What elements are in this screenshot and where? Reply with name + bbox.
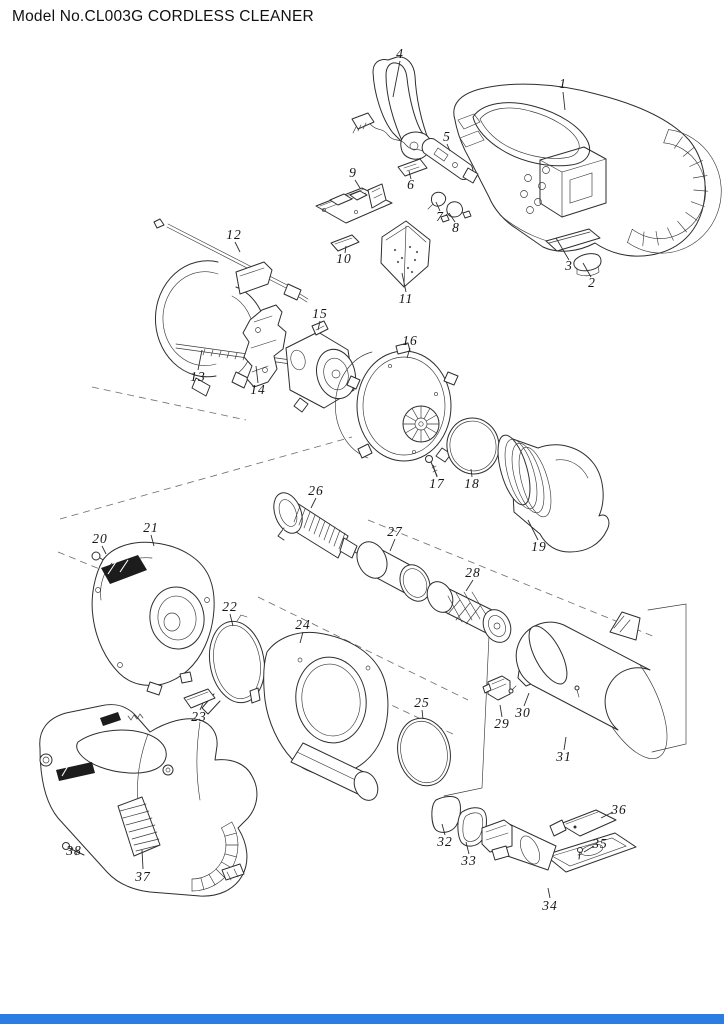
part-callout-11: 11: [398, 291, 414, 306]
part-7-drawing: [427, 191, 447, 210]
part-31-drawing: [515, 611, 668, 760]
part-callout-9: 9: [349, 165, 357, 180]
part-5-drawing: [351, 112, 479, 184]
part-callout-7: 7: [436, 209, 444, 224]
part-23-drawing: [183, 688, 216, 709]
part-callout-38: 38: [66, 843, 82, 858]
part-36-drawing: [549, 809, 617, 837]
part-3-drawing: [545, 228, 601, 252]
part-callout-34: 34: [542, 898, 558, 913]
part-38-drawing: [62, 842, 85, 856]
motor-drawing: [285, 331, 356, 413]
part-callout-24: 24: [295, 617, 311, 632]
part-callout-27: 27: [387, 524, 403, 539]
part-28-drawing: [426, 581, 512, 643]
part-callout-5: 5: [443, 129, 451, 144]
part-27-drawing: [356, 541, 431, 602]
part-callout-14: 14: [250, 382, 266, 397]
part-callout-1: 1: [559, 76, 567, 91]
part-9-drawing: [315, 183, 393, 224]
part-callout-32: 32: [437, 834, 453, 849]
part-11-drawing: [380, 220, 431, 288]
part-34-drawing: [481, 819, 637, 873]
part-callout-35: 35: [592, 836, 608, 851]
part-16-drawing: [335, 342, 459, 463]
part-4-drawing: [372, 56, 432, 160]
part-callout-28: 28: [465, 565, 481, 580]
part-10-drawing: [330, 234, 360, 252]
part-29-drawing: [482, 675, 511, 701]
footer-accent-bar: [0, 1014, 724, 1024]
part-callout-15: 15: [312, 306, 328, 321]
part-callout-23: 23: [191, 709, 207, 724]
part-19-drawing: [497, 434, 610, 553]
part-2-drawing: [573, 253, 602, 277]
part-callout-19: 19: [531, 539, 547, 554]
part-15-drawing: [311, 320, 329, 336]
part-callout-16: 16: [402, 333, 418, 348]
part-callout-10: 10: [336, 251, 352, 266]
part-callout-22: 22: [222, 599, 238, 614]
part-callout-33: 33: [461, 853, 477, 868]
part-14-drawing: [242, 304, 287, 388]
part-callout-31: 31: [556, 749, 572, 764]
part-24-drawing: [249, 631, 389, 801]
part-callout-36: 36: [611, 802, 627, 817]
page-title: Model No.CL003G CORDLESS CLEANER: [12, 8, 314, 25]
part-37-drawing: [39, 704, 258, 897]
part-22-drawing: [201, 614, 266, 715]
callout-leader-lines: [101, 60, 614, 899]
part-21-drawing: [91, 541, 215, 696]
part-26-drawing: [273, 492, 364, 559]
part-callout-30: 30: [515, 705, 531, 720]
part-6-drawing: [397, 158, 428, 177]
part-18-drawing: [446, 417, 500, 475]
part-callout-37: 37: [135, 869, 151, 884]
part-callout-3: 3: [565, 258, 573, 273]
part-callout-20: 20: [92, 531, 108, 546]
part-8-drawing: [440, 201, 472, 223]
part-callout-6: 6: [407, 177, 415, 192]
part-35-drawing: [577, 847, 583, 860]
part-25-drawing: [397, 717, 451, 787]
part-callout-13: 13: [190, 369, 206, 384]
part-callout-17: 17: [429, 476, 445, 491]
part-callout-18: 18: [464, 476, 480, 491]
part-callout-29: 29: [494, 716, 510, 731]
part-callout-12: 12: [226, 227, 242, 242]
part-callout-25: 25: [414, 695, 430, 710]
part-callout-21: 21: [143, 520, 159, 535]
part-callout-8: 8: [452, 220, 460, 235]
part-1-drawing: [453, 83, 722, 257]
part-callout-26: 26: [308, 483, 324, 498]
part-callout-4: 4: [396, 46, 404, 61]
part-32-drawing: [431, 796, 461, 833]
part-callout-2: 2: [588, 275, 596, 290]
